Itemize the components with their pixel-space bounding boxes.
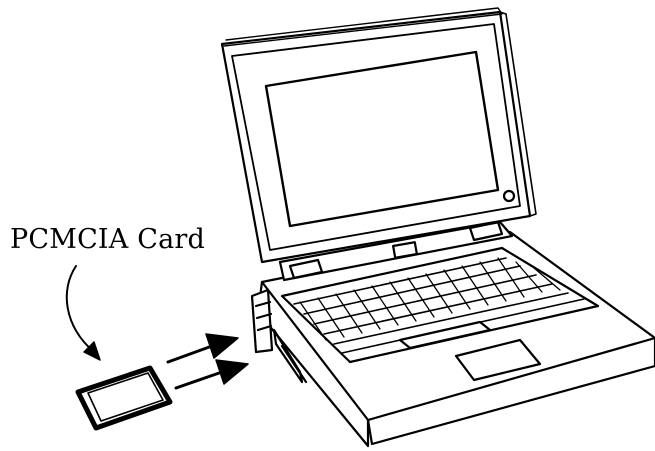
hinge-badge (392, 241, 418, 259)
hinge (278, 220, 514, 282)
insert-direction-arrows (166, 333, 249, 390)
pcmcia-slot (250, 288, 308, 384)
pcmcia-card-label: PCMCIA Card (10, 224, 206, 255)
trackpad (454, 338, 542, 382)
pcmcia-card-icon (75, 365, 173, 431)
indicator-button (502, 189, 516, 203)
lid-inner-bezel (231, 23, 521, 251)
lid-outer (220, 10, 532, 264)
insert-arrow-top (166, 344, 214, 364)
laptop-icon (220, 7, 655, 448)
screen (264, 50, 500, 228)
keyboard-key-dividers (299, 257, 561, 341)
insert-arrow-bottom (174, 370, 224, 390)
base-front-edge (366, 336, 655, 446)
curved-leader-arrow (65, 265, 101, 361)
